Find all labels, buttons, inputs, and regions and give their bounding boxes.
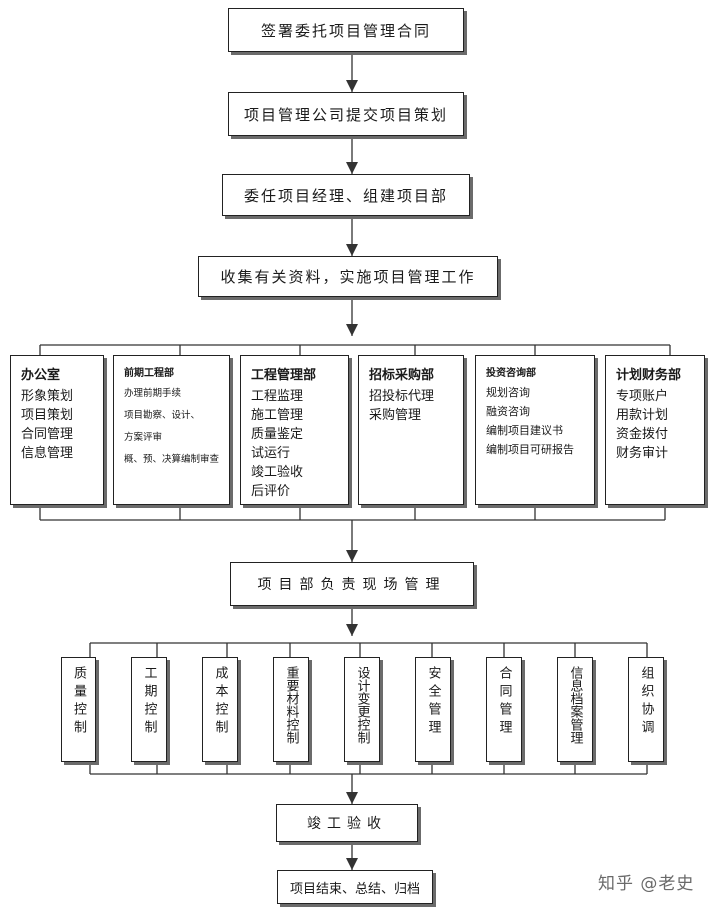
dept-preliminary-engineering-item: 概、预、决算编制审查: [124, 454, 220, 465]
dept-planning-finance-title: 计划财务部: [616, 368, 682, 383]
dept-investment-consulting-item: 规划咨询: [486, 386, 530, 399]
dept-engineering-management-item: 施工管理: [251, 408, 304, 423]
site-management-label: 项目部负责现场管理: [257, 577, 447, 593]
closing-box: 项目结束、总结、归档: [277, 870, 433, 904]
dept-investment-consulting-item: 编制项目建议书: [486, 424, 563, 437]
dept-office-item: 合同管理: [21, 427, 74, 442]
control-information-archive-label: 信息档案管理: [567, 666, 583, 744]
dept-preliminary-engineering-item: 方案评审: [124, 432, 163, 443]
control-quality: 质量控制: [61, 657, 96, 762]
acceptance-label: 竣工验收: [307, 816, 387, 832]
dept-engineering-management-title: 工程管理部: [251, 368, 317, 383]
dept-preliminary-engineering-title: 前期工程部: [124, 368, 174, 379]
step-collect-data-label: 收集有关资料，实施项目管理工作: [220, 268, 476, 286]
control-safety-label: 安全管理: [425, 666, 441, 738]
dept-planning-finance-item: 用款计划: [616, 408, 669, 423]
control-coordination-label: 组织协调: [638, 666, 654, 738]
control-quality-label: 质量控制: [71, 666, 86, 738]
control-information-archive: 信息档案管理: [557, 657, 593, 762]
dept-engineering-management-item: 工程监理: [251, 389, 304, 404]
control-key-materials-label: 重要材料控制: [283, 666, 299, 744]
dept-bidding-procurement: 招标采购部 招投标代理 采购管理: [358, 355, 464, 505]
site-management-box: 项目部负责现场管理: [230, 562, 474, 606]
dept-preliminary-engineering: 前期工程部 办理前期手续 项目勘察、设计、 方案评审 概、预、决算编制审查: [113, 355, 230, 505]
control-cost-label: 成本控制: [212, 666, 228, 738]
dept-office-item: 形象策划: [21, 389, 74, 404]
dept-bidding-procurement-title: 招标采购部: [369, 368, 435, 383]
step-sign-contract-label: 签署委托项目管理合同: [260, 21, 431, 40]
step-submit-plan-label: 项目管理公司提交项目策划: [243, 105, 448, 124]
dept-engineering-management: 工程管理部 工程监理 施工管理 质量鉴定 试运行 竣工验收 后评价: [240, 355, 349, 505]
dept-investment-consulting-title: 投资咨询部: [486, 368, 536, 379]
control-design-change: 设计变更控制: [344, 657, 380, 762]
dept-office-item: 项目策划: [21, 408, 74, 423]
dept-bidding-procurement-item: 采购管理: [369, 408, 422, 423]
watermark: 知乎 @老史: [598, 874, 695, 894]
dept-office-title: 办公室: [21, 368, 61, 383]
step-sign-contract: 签署委托项目管理合同: [228, 8, 464, 52]
dept-engineering-management-item: 后评价: [251, 484, 291, 499]
dept-planning-finance: 计划财务部 专项账户 用款计划 资金拨付 财务审计: [605, 355, 705, 505]
dept-engineering-management-item: 试运行: [251, 446, 291, 461]
closing-label: 项目结束、总结、归档: [289, 881, 420, 897]
dept-office: 办公室 形象策划 项目策划 合同管理 信息管理: [10, 355, 104, 505]
step-appoint-manager: 委任项目经理、组建项目部: [222, 174, 470, 216]
step-appoint-manager-label: 委任项目经理、组建项目部: [243, 186, 448, 205]
dept-investment-consulting-item: 融资咨询: [486, 405, 530, 418]
dept-investment-consulting-item: 编制项目可研报告: [486, 443, 574, 456]
acceptance-box: 竣工验收: [276, 804, 418, 842]
dept-engineering-management-item: 质量鉴定: [251, 427, 304, 442]
control-contract: 合同管理: [486, 657, 522, 762]
dept-preliminary-engineering-item: 办理前期手续: [124, 388, 182, 399]
dept-preliminary-engineering-item: 项目勘察、设计、: [124, 410, 201, 421]
dept-investment-consulting: 投资咨询部 规划咨询 融资咨询 编制项目建议书 编制项目可研报告: [475, 355, 595, 505]
dept-office-item: 信息管理: [21, 446, 74, 461]
control-key-materials: 重要材料控制: [273, 657, 309, 762]
dept-engineering-management-item: 竣工验收: [251, 465, 304, 480]
control-design-change-label: 设计变更控制: [354, 666, 370, 744]
control-coordination: 组织协调: [628, 657, 664, 762]
dept-bidding-procurement-item: 招投标代理: [369, 389, 435, 404]
control-cost: 成本控制: [202, 657, 238, 762]
dept-planning-finance-item: 资金拨付: [616, 427, 669, 442]
dept-planning-finance-item: 专项账户: [616, 389, 669, 404]
control-schedule-label: 工期控制: [141, 666, 157, 738]
control-contract-label: 合同管理: [496, 666, 512, 738]
step-collect-data: 收集有关资料，实施项目管理工作: [198, 256, 498, 297]
step-submit-plan: 项目管理公司提交项目策划: [228, 92, 464, 136]
control-safety: 安全管理: [415, 657, 451, 762]
control-schedule: 工期控制: [131, 657, 167, 762]
dept-planning-finance-item: 财务审计: [616, 446, 669, 461]
